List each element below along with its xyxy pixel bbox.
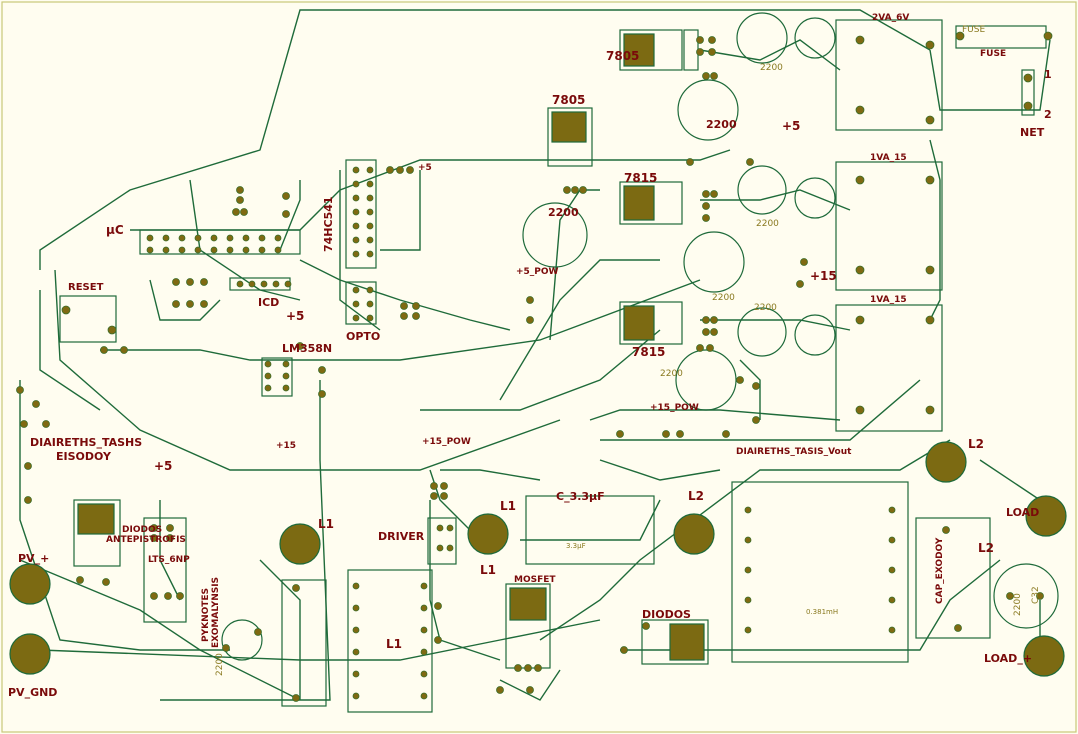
label-pv-plus: PV_+	[18, 552, 49, 565]
label-net: NET	[1020, 126, 1045, 139]
l2-terminal	[673, 513, 715, 555]
label-diaireths-tashs: DIAIRETHS_TASHS	[30, 436, 142, 449]
label-c6-value: 3.3μF	[566, 542, 586, 550]
label-plus5-top: +5	[782, 119, 800, 133]
label-fuse-ref: FUSE	[962, 25, 985, 35]
label-plus15-pow-right: +15_POW	[650, 403, 699, 413]
label-c32: C32	[1031, 586, 1041, 604]
l2-terminal-b	[925, 441, 967, 483]
label-2200-j: 2200	[1013, 593, 1023, 616]
label-pv-gnd: PV_GND	[8, 686, 57, 699]
label-reset: RESET	[68, 282, 104, 293]
label-diodos-ante-2: ANTEPISTROFIS	[106, 535, 186, 545]
label-2200-i: 2200	[215, 653, 225, 676]
label-2200-h: 2200	[660, 369, 683, 379]
label-mosfet: MOSFET	[514, 575, 556, 585]
label-2200-g: 2200	[754, 303, 777, 313]
label-plus15-pow-mid: +15_POW	[422, 437, 471, 447]
pv-gnd-terminal	[9, 633, 51, 675]
l1-terminal-b	[467, 513, 509, 555]
label-74hc541: 74HC541	[322, 196, 335, 252]
label-cap-exodoy: CAP_EXODOY	[935, 537, 945, 604]
label-l1-b: L1	[500, 499, 516, 513]
label-l2-b: L2	[968, 437, 984, 451]
label-plus5-left: +5	[154, 459, 172, 473]
label-driver: DRIVER	[378, 530, 425, 543]
label-plus15-mid: +15	[276, 441, 296, 451]
label-plus15: +15	[810, 269, 837, 283]
label-diodos-ante-1: DIODOS	[122, 525, 162, 535]
label-eisodoy: EISODOY	[56, 450, 112, 463]
label-diodos: DIODOS	[642, 608, 691, 621]
label-7815-b: 7815	[632, 345, 665, 359]
label-2200-e: 2200	[756, 219, 779, 229]
label-2200-a: 2200	[760, 63, 783, 73]
label-load-plus: LOAD_+	[984, 652, 1032, 665]
load-plus-terminal	[1023, 635, 1065, 677]
label-net-1: 1	[1044, 68, 1052, 81]
label-l1-a: L1	[318, 517, 334, 531]
label-icd: ICD	[258, 296, 279, 309]
pv-plus-terminal	[9, 563, 51, 605]
label-plus5-pow: +5_POW	[516, 267, 559, 277]
label-lts-6np: LTS_6NP	[148, 555, 190, 565]
label-uc: μC	[106, 223, 124, 237]
terminal-pads	[9, 441, 1067, 677]
label-load-minus: LOAD	[1006, 506, 1039, 519]
label-7805-top: 7805	[606, 49, 639, 63]
label-plus5-hc: +5	[418, 163, 432, 173]
pcb-labels: 7805 2200 2VA_6V FUSE FUSE 1 2 NET 7805 …	[8, 13, 1052, 699]
label-2200-f: 2200	[712, 293, 735, 303]
small-pads	[16, 31, 1053, 702]
label-l2-a: L2	[688, 489, 704, 503]
copper-tracks	[19, 9, 1051, 701]
label-pyknotes-1: PYKNOTES	[201, 588, 211, 642]
label-diaireths-vout: DIAIRETHS_TASIS_Vout	[736, 447, 852, 457]
label-2200-c: 2200	[706, 118, 737, 131]
label-fuse: FUSE	[980, 49, 1006, 59]
label-l2-c: L2	[978, 541, 994, 555]
label-lm358n: LM358N	[282, 342, 332, 355]
label-2200-d: 2200	[548, 206, 579, 219]
label-l1-c: L1	[480, 563, 496, 577]
label-opto: OPTO	[346, 330, 380, 343]
label-pyknotes-2: EXOMALYNSIS	[211, 577, 221, 648]
label-l-value: 0.381mH	[806, 608, 838, 616]
l1-terminal	[279, 523, 321, 565]
label-l1-d: L1	[386, 637, 402, 651]
label-1va15-a: 1VA_15	[870, 153, 907, 163]
label-net-2: 2	[1044, 108, 1052, 121]
label-c-33uf: C_3.3μF	[556, 490, 605, 503]
load-minus-terminal	[1025, 495, 1067, 537]
label-2va-6v: 2VA_6V	[872, 13, 909, 23]
component-outlines	[59, 12, 1059, 713]
label-plus5-mid: +5	[286, 309, 304, 323]
label-7805-mid: 7805	[552, 93, 585, 107]
label-1va15-b: 1VA_15	[870, 295, 907, 305]
label-7815-a: 7815	[624, 171, 657, 185]
